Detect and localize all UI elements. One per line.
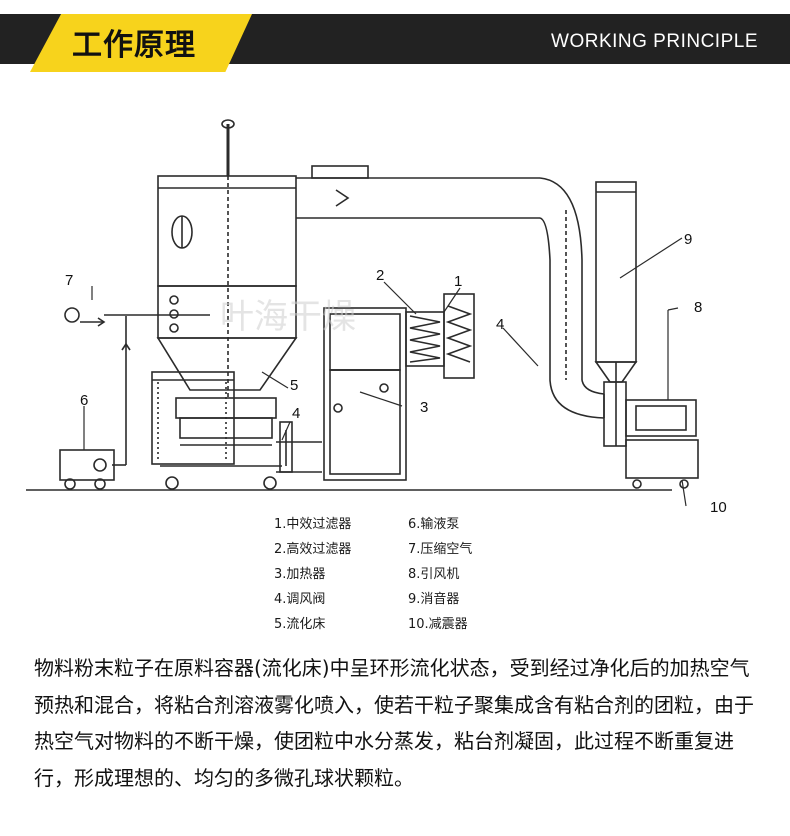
callout-label: 6 <box>80 392 88 409</box>
legend-column-left: 1.中效过滤器 2.高效过滤器 3.加热器 4.调风阀 5.流化床 <box>274 514 351 639</box>
legend-item: 8.引风机 <box>408 567 460 582</box>
section-header: 工作原理 WORKING PRINCIPLE <box>0 0 790 78</box>
callout-label: 1 <box>454 273 462 290</box>
callout-label: 9 <box>684 231 692 248</box>
title-tab <box>30 14 252 72</box>
silencer <box>594 181 638 447</box>
diagram-svg: 叶海干燥 1 2 3 4 4 5 6 7 8 9 10 <box>26 119 727 516</box>
filter-banks <box>405 293 475 379</box>
exhaust-duct <box>296 165 605 419</box>
legend-item: 3.加热器 <box>274 567 326 582</box>
section-title: 工作原理 <box>72 28 196 63</box>
watermark-text: 叶海干燥 <box>220 298 356 336</box>
heater-cabinet <box>323 307 407 481</box>
legend-item: 6.输液泵 <box>408 517 460 532</box>
callout-label: 5 <box>290 377 298 394</box>
legend-item: 9.消音器 <box>408 592 460 607</box>
legend-item: 2.高效过滤器 <box>274 542 352 557</box>
callout-label: 2 <box>376 267 384 284</box>
principle-description: 物料粉末粒子在原料容器(流化床)中呈环形流化状态，受到经过净化后的加热空气预热和… <box>34 656 754 790</box>
legend-item: 10.减震器 <box>408 617 468 632</box>
callout-label: 10 <box>710 499 727 516</box>
inlet-duct <box>276 421 322 473</box>
callout-label: 4 <box>292 405 300 422</box>
callout-label: 7 <box>65 272 73 289</box>
legend-column-right: 6.输液泵 7.压缩空气 8.引风机 9.消音器 10.减震器 <box>408 514 472 639</box>
induced-fan <box>625 399 699 489</box>
callout-label: 4 <box>496 316 504 333</box>
callout-leaders <box>83 237 687 507</box>
legend-item: 4.调风阀 <box>274 592 326 607</box>
callout-label: 8 <box>694 299 702 316</box>
equipment-diagram: 叶海干燥 1 2 3 4 4 5 6 7 8 9 10 <box>0 100 790 520</box>
legend-item: 5.流化床 <box>274 617 326 632</box>
compressed-air-line <box>64 307 210 351</box>
pump-cart <box>59 316 127 490</box>
fluid-bed-column <box>151 119 298 490</box>
callout-label: 3 <box>420 399 428 416</box>
section-subtitle: WORKING PRINCIPLE <box>551 31 758 52</box>
legend-item: 1.中效过滤器 <box>274 517 352 532</box>
legend-item: 7.压缩空气 <box>408 542 473 557</box>
